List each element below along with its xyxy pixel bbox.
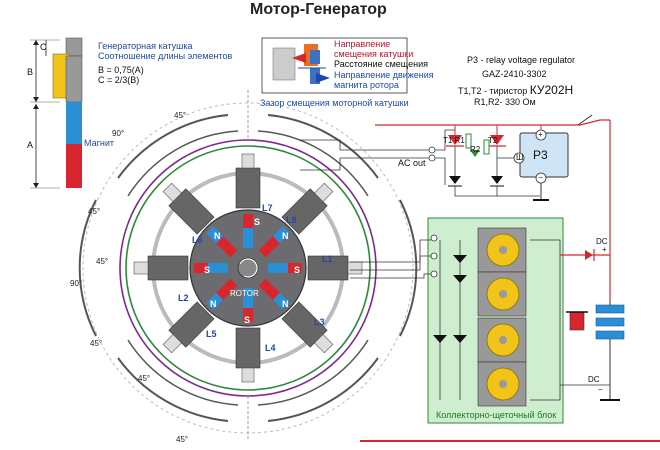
angle-label: 45° [88, 207, 101, 216]
scale-label-b: B [27, 67, 34, 77]
p3-sh: Ш [516, 153, 524, 162]
dc-output [360, 240, 660, 442]
stator-to-brush-wiring [350, 239, 431, 279]
reg-line4: R1,R2- 330 Ом [474, 97, 536, 107]
legend-offset-distance: Расстояние смещения [334, 59, 428, 69]
diagram-title: Мотор-Генератор [250, 1, 387, 18]
legend-rotor-direction: Направление движения магнита ротора [334, 70, 434, 90]
formula-c: C = 2/3(B) [98, 75, 140, 85]
angle-label: 45° [96, 257, 109, 266]
coil-label: L3 [314, 317, 325, 327]
brush-unit-3 [477, 317, 527, 363]
rotor-label: ROTOR [230, 289, 259, 298]
coil-label: L5 [206, 329, 217, 339]
brush-unit-1 [477, 227, 527, 273]
magnet-label: Магнит [84, 138, 115, 148]
brush-block-label: Коллекторно-щеточный блок [436, 410, 557, 420]
ac-out-wiring [300, 129, 455, 185]
rotor-pole: S [294, 265, 301, 275]
r2-label: R2 [470, 145, 481, 154]
rotor-pole: N [282, 299, 289, 309]
reg-line1: P3 - relay voltage regulator [467, 55, 576, 65]
p3-minus: − [538, 173, 543, 182]
rotor-pole: N [214, 231, 221, 241]
coil-heading-line1: Генераторная катушка [98, 41, 193, 51]
coil-ratio-scale [30, 37, 83, 189]
t1r1-label: T1 R1 [443, 136, 465, 145]
rotor [189, 209, 307, 327]
dc-top-plus: + [602, 245, 607, 254]
t2-label: T2 [488, 136, 498, 145]
scale-label-a: A [27, 140, 34, 150]
coil-heading-line2: Соотношение длины элементов [98, 51, 233, 61]
brush-unit-4 [477, 361, 527, 407]
coil-label: L2 [178, 293, 189, 303]
reg-line3-prefix: T1,T2 - тиристор [458, 86, 530, 96]
reg-line2: GAZ-2410-3302 [482, 69, 547, 79]
angle-label: 90° [70, 279, 83, 288]
gap-label: Зазор смещения моторной катушки [260, 98, 409, 108]
p3-plus: + [538, 130, 543, 139]
angle-label: 90° [112, 129, 125, 138]
ac-out-label: AC out [398, 158, 426, 168]
coil-label: L7 [262, 203, 273, 213]
angle-label: 45° [174, 111, 187, 120]
brush-unit-2 [477, 271, 527, 317]
dc-bottom-label: DC [588, 375, 600, 384]
legend-coil-offset: Направление смещения катушки [334, 39, 414, 59]
coil-label: L4 [265, 343, 276, 353]
formula-b: B = 0,75(A) [98, 65, 144, 75]
angle-label: 45° [90, 339, 103, 348]
p3-label: P3 [533, 148, 548, 162]
rotor-pole: S [244, 315, 251, 325]
rotor-pole: N [210, 299, 217, 309]
reg-line3: T1,T2 - тиристор КУ202Н [458, 84, 573, 96]
angle-label: 45° [138, 374, 151, 383]
thyristor-part: КУ202Н [529, 83, 574, 97]
rotor-pole: N [282, 231, 289, 241]
scale-label-c: C [40, 42, 47, 52]
collector-brush-block [427, 217, 588, 424]
coil-label: L1 [322, 254, 333, 264]
dc-top-label: DC [596, 237, 608, 246]
dc-bottom-minus: − [598, 385, 603, 394]
offset-legend-box [261, 37, 408, 94]
coil-label: L6 [192, 235, 203, 245]
regulator-circuit [375, 114, 611, 240]
rotor-pole: S [254, 217, 261, 227]
rotor-pole: S [204, 265, 211, 275]
coil-label: L8 [286, 215, 297, 225]
angle-label: 45° [176, 435, 189, 444]
stator-coils [133, 153, 363, 383]
